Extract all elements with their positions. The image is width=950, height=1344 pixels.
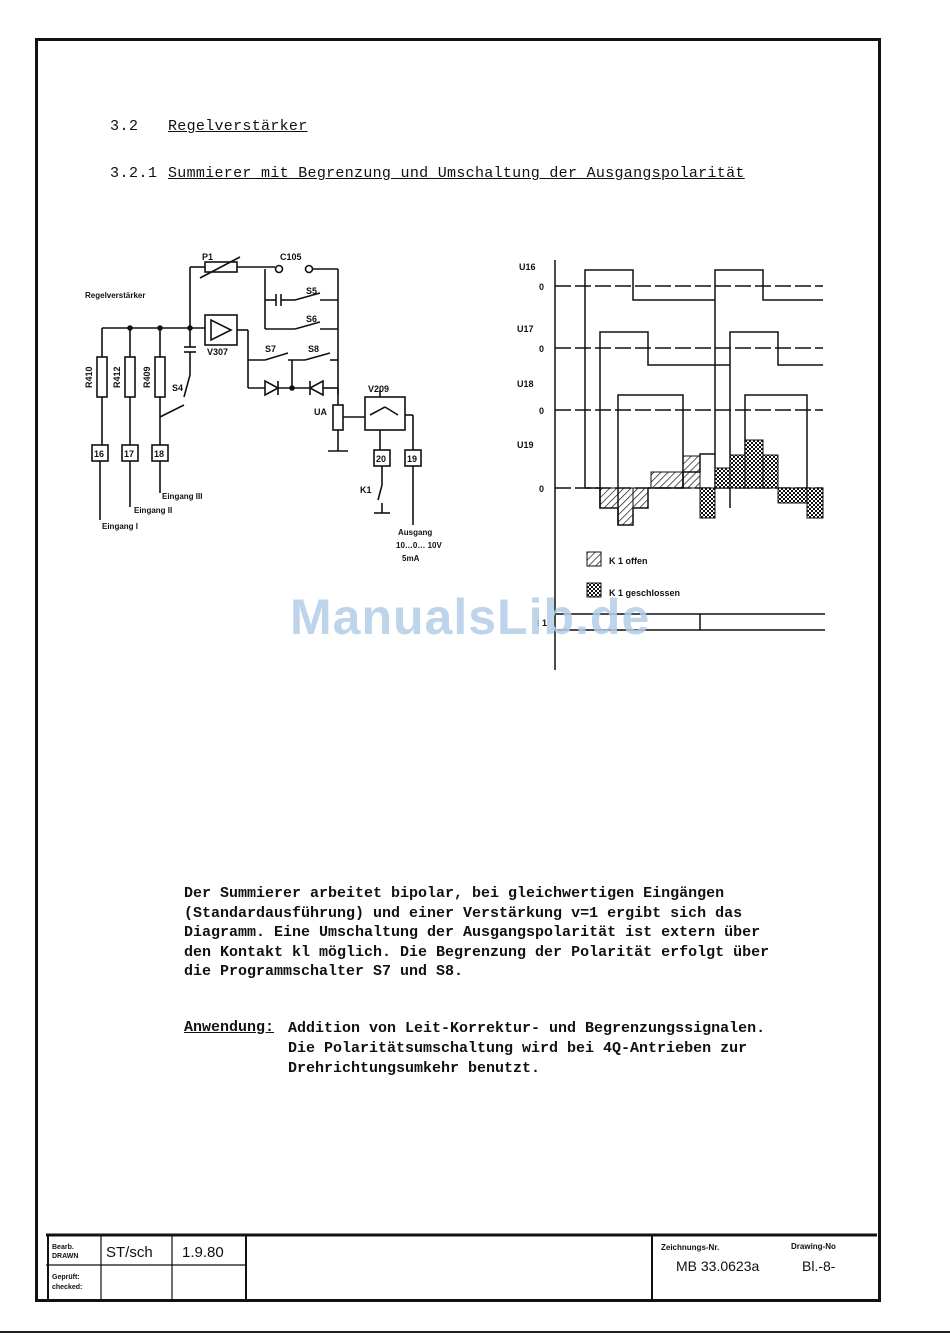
label-ausgang-current: 5mA [402, 554, 420, 563]
terminal-16: 16 [94, 449, 104, 459]
label-ua: UA [314, 407, 327, 417]
timing-diagram: U16 0 U17 0 U18 0 U19 0 K 1 offen K 1 ge… [517, 260, 825, 670]
drawn-value: ST/sch [106, 1244, 153, 1261]
application-label: Anwendung: [184, 1019, 275, 1036]
label-s7: S7 [265, 344, 276, 354]
terminal-17: 17 [124, 449, 134, 459]
circuit-schematic: P1 C105 S5 S6 Regelverstärker V307 S7 S8… [84, 252, 442, 563]
bottom-axis-label: I 1 [537, 618, 547, 628]
label-s4: S4 [172, 383, 183, 393]
label-ausgang: Ausgang [398, 528, 432, 537]
label-p1: P1 [202, 252, 213, 262]
terminal-20: 20 [376, 454, 386, 464]
label-k1: K1 [360, 485, 372, 495]
geprueft-label: Geprüft: [52, 1274, 80, 1281]
axis-label-u16: U16 [519, 262, 536, 272]
label-eingang-ii: Eingang II [134, 506, 172, 515]
zero-u16: 0 [539, 282, 544, 292]
label-eingang-iii: Eingang III [162, 492, 202, 501]
zero-u18: 0 [539, 406, 544, 416]
terminal-19: 19 [407, 454, 417, 464]
page-frame [35, 38, 881, 1302]
label-r412: R412 [112, 366, 122, 388]
heading-3-2-1-title: Summierer mit Begrenzung und Umschaltung… [168, 165, 745, 182]
label-regelverstaerker: Regelverstärker [85, 291, 145, 300]
page-bottom-edge [0, 1331, 950, 1333]
label-s8: S8 [308, 344, 319, 354]
drawing-number: MB 33.0623a [676, 1258, 759, 1274]
label-ausgang-range: 10…0… 10V [396, 541, 442, 550]
axis-label-u19: U19 [517, 440, 534, 450]
sheet-number: Bl.-8- [802, 1258, 836, 1274]
zero-u17: 0 [539, 344, 544, 354]
legend-k1-offen: K 1 offen [609, 556, 648, 566]
label-v307: V307 [207, 347, 228, 357]
label-r409: R409 [142, 366, 152, 388]
label-eingang-i: Eingang I [102, 522, 138, 531]
heading-3-2-number: 3.2 [110, 118, 139, 135]
zero-u19: 0 [539, 484, 544, 494]
label-s6: S6 [306, 314, 317, 324]
watermark: ManualsLib.de [290, 589, 651, 645]
description-paragraph: Der Summierer arbeitet bipolar, bei glei… [184, 885, 770, 980]
label-c105: C105 [280, 252, 302, 262]
checked-label: checked: [52, 1284, 82, 1291]
label-v209: V209 [368, 384, 389, 394]
terminal-18: 18 [154, 449, 164, 459]
axis-label-u18: U18 [517, 379, 534, 389]
legend-k1-geschlossen: K 1 geschlossen [609, 588, 680, 598]
label-r410: R410 [84, 366, 94, 388]
label-s5: S5 [306, 286, 317, 296]
drawn-date: 1.9.80 [182, 1244, 224, 1261]
heading-3-2-title: Regelverstärker [168, 118, 308, 135]
bearb-label: Bearb. [52, 1244, 74, 1251]
zeichnungs-nr-label: Zeichnungs-Nr. [661, 1243, 719, 1252]
application-text: Addition von Leit-Korrektur- und Begrenz… [288, 1020, 766, 1077]
title-block: Bearb. DRAWN ST/sch 1.9.80 Geprüft: chec… [46, 1233, 877, 1299]
drawn-label: DRAWN [52, 1253, 78, 1260]
heading-3-2-1-number: 3.2.1 [110, 165, 158, 182]
axis-label-u17: U17 [517, 324, 534, 334]
drawing-no-label: Drawing-No [791, 1242, 836, 1251]
